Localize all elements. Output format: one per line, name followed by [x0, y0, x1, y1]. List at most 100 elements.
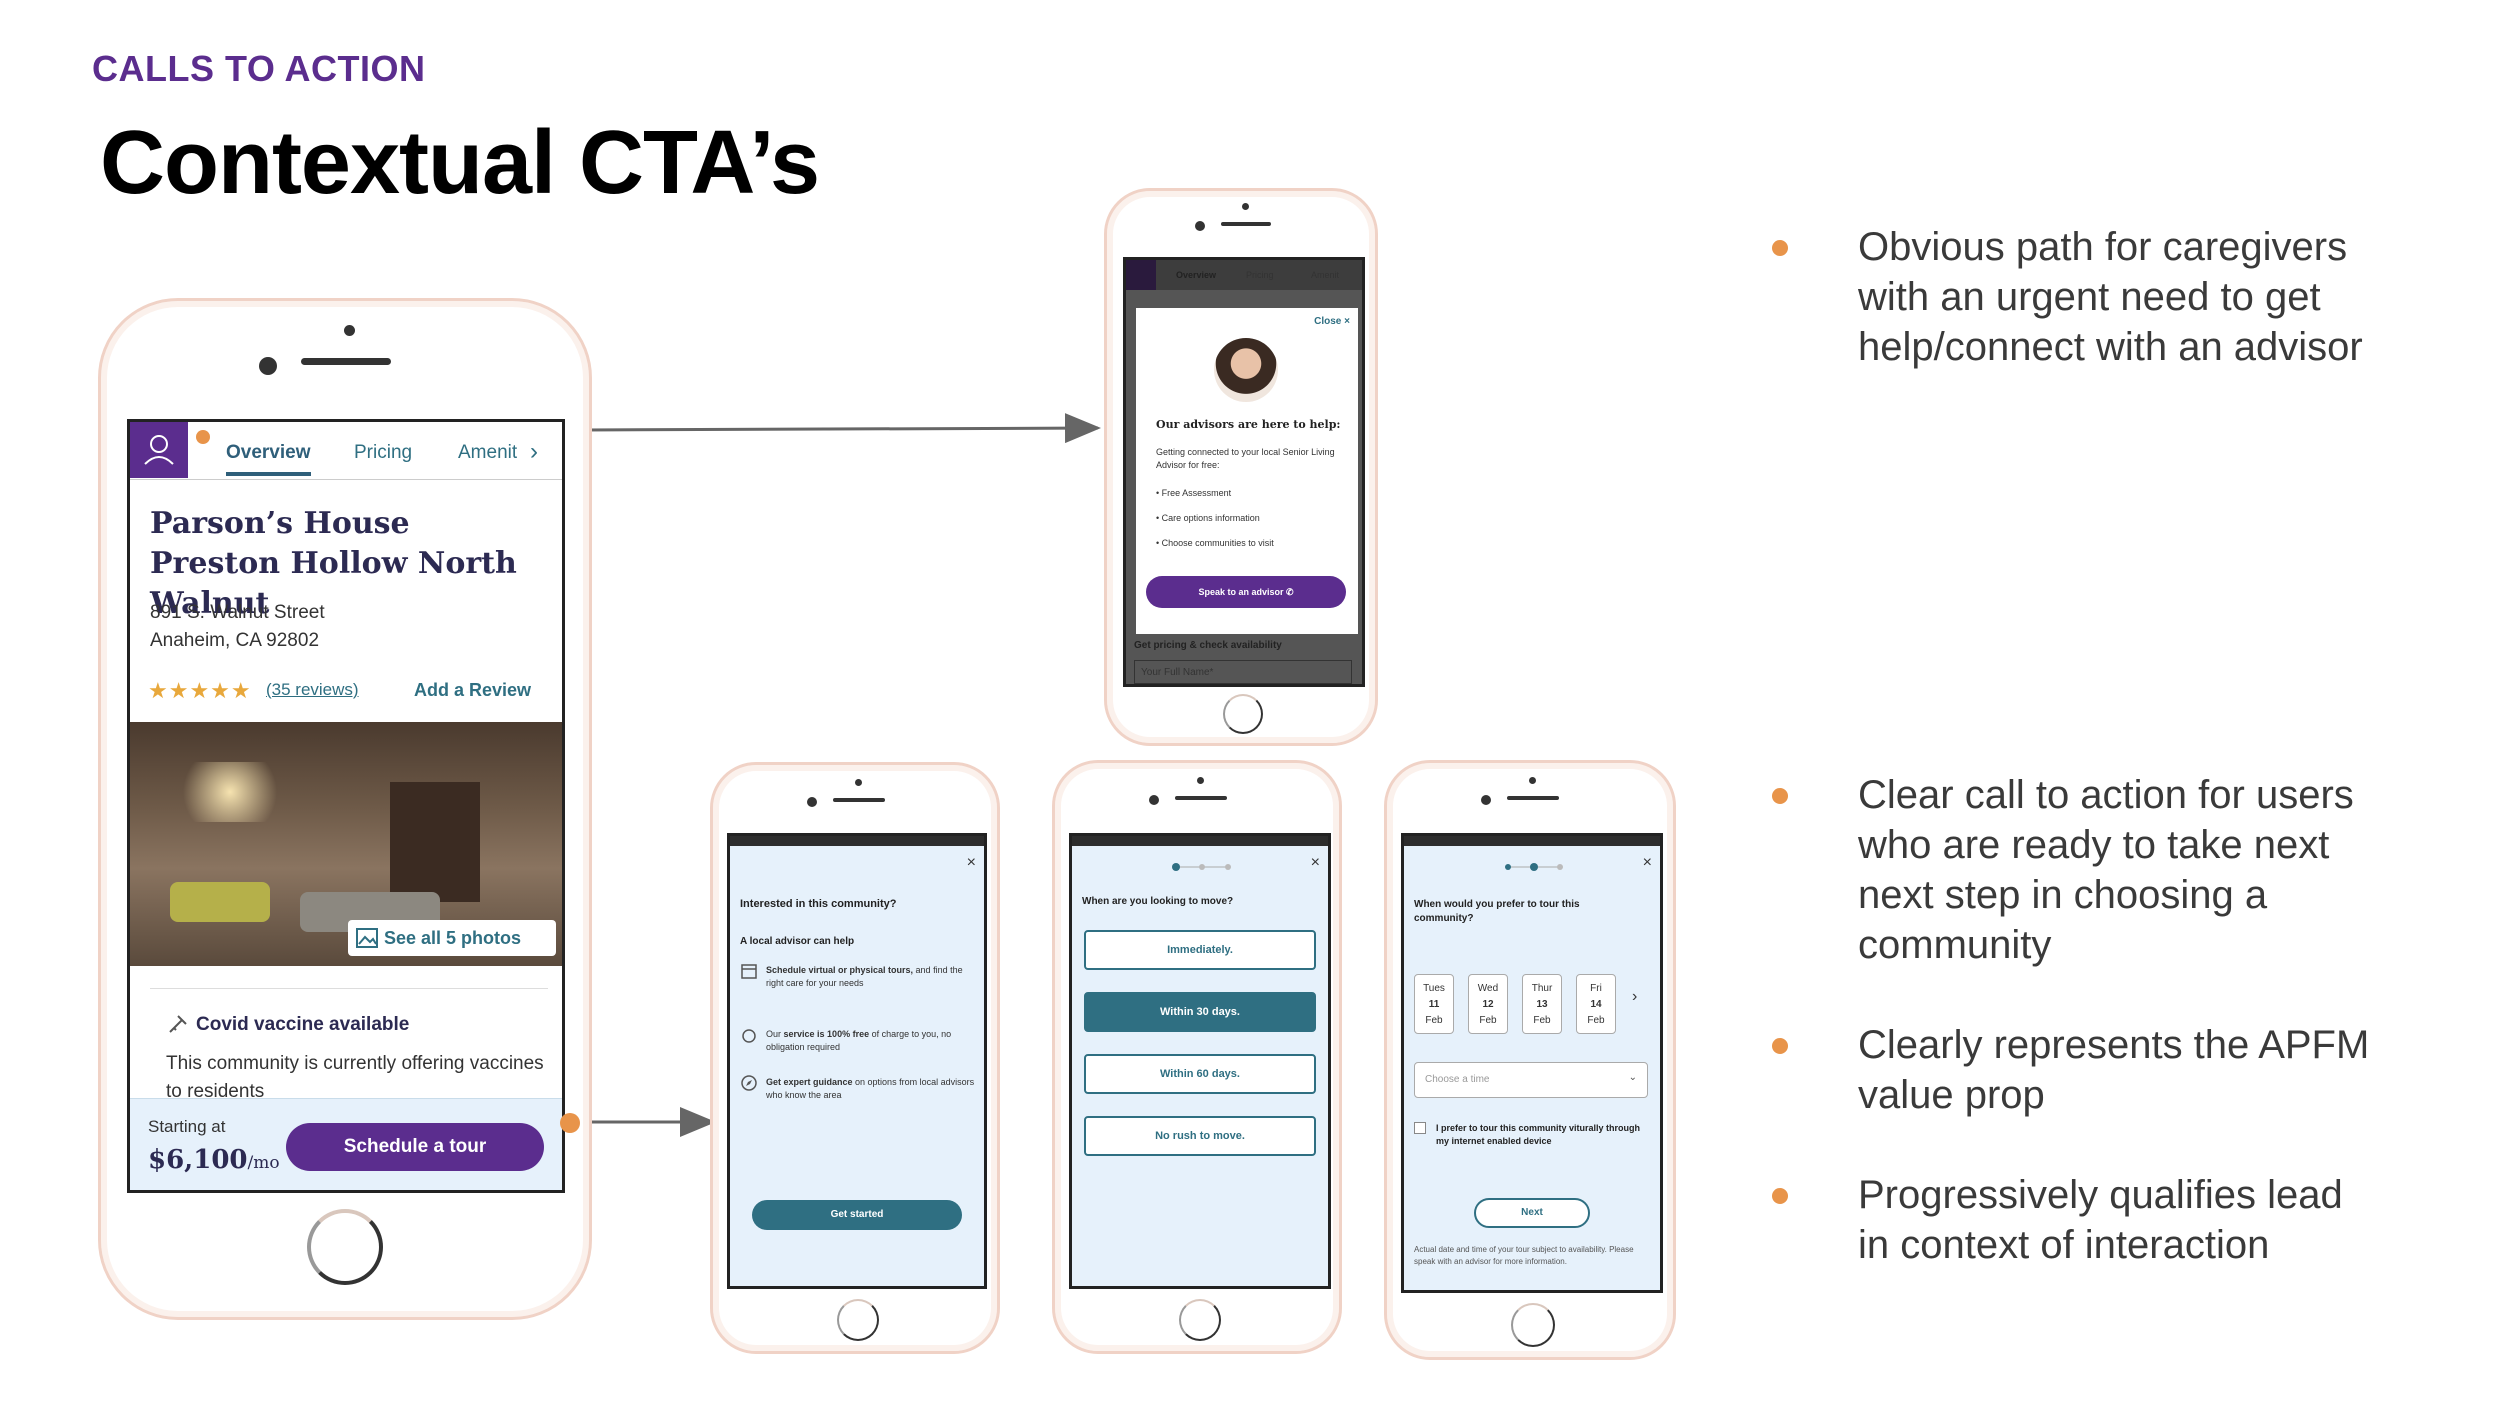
day-num: 12 — [1482, 999, 1494, 1010]
home-button[interactable] — [1223, 694, 1263, 734]
advisor-avatar — [1214, 338, 1278, 402]
phone-icon: ✆ — [1286, 587, 1294, 597]
advisor-icon-button[interactable] — [130, 422, 188, 478]
tab-pricing[interactable]: Pricing — [1246, 270, 1274, 280]
chevron-down-icon: ⌄ — [1628, 1072, 1637, 1083]
day-dow: Fri — [1590, 983, 1602, 994]
step2-phone-screen: × When are you looking to move? Immediat… — [1069, 833, 1331, 1289]
advisor-phone-frame: Overview Pricing Amenit Get pricing & ch… — [1104, 188, 1378, 746]
virtual-tour-label: I prefer to tour this community viturall… — [1436, 1123, 1641, 1146]
behind-heading: Get pricing & check availability — [1134, 640, 1282, 651]
day-num: 13 — [1536, 999, 1548, 1010]
option-within-60-days[interactable]: Within 60 days. — [1084, 1054, 1316, 1094]
cta-highlight-dot — [560, 1113, 580, 1133]
price-value: $6,100/mo — [148, 1145, 280, 1175]
tab-overview[interactable]: Overview — [226, 442, 311, 476]
see-photos-button[interactable]: See all 5 photos — [348, 920, 556, 956]
benefit-rest: of charge to you, no obligation required — [766, 1029, 952, 1052]
benefit-pre: Our — [766, 1029, 784, 1039]
tab-amenities[interactable]: Amenit — [458, 442, 518, 463]
time-select[interactable]: Choose a time⌄ — [1414, 1062, 1648, 1098]
reviews-link[interactable]: (35 reviews) — [266, 680, 359, 699]
phone-speaker — [833, 798, 885, 802]
wall-panel — [390, 782, 480, 902]
piggy-icon — [742, 1029, 756, 1043]
virtual-tour-checkbox[interactable] — [1414, 1122, 1426, 1134]
home-button[interactable] — [1179, 1299, 1221, 1341]
photo-icon — [356, 928, 378, 948]
benefit-rest: and find the right care for your needs — [766, 965, 963, 988]
benefit-item: Our service is 100% free of charge to yo… — [766, 1028, 976, 1054]
tab-overview[interactable]: Overview — [1176, 270, 1217, 280]
home-button[interactable] — [1511, 1303, 1555, 1347]
covid-text: This community is currently offering vac… — [166, 1053, 544, 1098]
syringe-icon — [169, 1015, 187, 1033]
next-button[interactable]: Next — [1474, 1198, 1590, 1228]
benefit-item: Get expert guidance on options from loca… — [766, 1076, 976, 1102]
price-amount: $6,100 — [148, 1145, 248, 1175]
notification-dot — [196, 430, 210, 444]
benefit-bold: service is 100% free — [783, 1029, 870, 1039]
disclaimer: Actual date and time of your tour subjec… — [1414, 1245, 1634, 1266]
home-button[interactable] — [307, 1209, 383, 1285]
home-button[interactable] — [837, 1299, 879, 1341]
close-icon[interactable]: × — [966, 854, 976, 871]
behind-name-field: Your Full Name* — [1134, 660, 1352, 684]
main-phone-frame: Overview Pricing Amenit › Parson’s House… — [98, 298, 592, 1320]
close-button[interactable]: Close × — [1314, 316, 1350, 327]
star-rating: ★★★★★ — [148, 678, 252, 703]
step3-panel: × When would you prefer to tour this com… — [1404, 846, 1660, 1290]
covid-title: Covid vaccine available — [196, 1014, 410, 1035]
arrow-to-advisor — [584, 413, 1101, 444]
option-within-30-days[interactable]: Within 30 days. — [1084, 992, 1316, 1032]
speak-to-advisor-button[interactable]: Speak to an advisor ✆ — [1146, 576, 1346, 608]
bullet-dot — [1772, 1038, 1788, 1054]
phone-camera — [807, 797, 817, 807]
benefit-item: • Care options information — [1156, 513, 1260, 523]
main-phone-screen: Overview Pricing Amenit › Parson’s House… — [127, 419, 565, 1193]
community-name: Parson’s House Preston Hollow North Waln… — [150, 506, 517, 621]
phone-camera — [1481, 795, 1491, 805]
phone-sensor — [1529, 777, 1536, 784]
benefit-item: Schedule virtual or physical tours, and … — [766, 964, 976, 990]
day-dow: Thur — [1531, 983, 1553, 994]
day-num: 11 — [1428, 999, 1440, 1010]
step1-sub: A local advisor can help — [740, 936, 855, 947]
bullet-dot — [1772, 788, 1788, 804]
bullet-text: Obvious path for caregivers with an urge… — [1858, 225, 2363, 369]
close-icon[interactable]: × — [1642, 854, 1652, 871]
benefit-label: Free Assessment — [1161, 488, 1232, 498]
slide-title: Contextual CTA’s — [100, 113, 820, 213]
phone-sensor — [1242, 203, 1249, 210]
community-photo[interactable]: See all 5 photos — [130, 722, 562, 966]
starting-at-label: Starting at — [148, 1117, 226, 1136]
option-no-rush[interactable]: No rush to move. — [1084, 1116, 1316, 1156]
advisor-modal: Close × Our advisors are here to help: G… — [1136, 308, 1358, 634]
tab-amenities[interactable]: Amenit — [1311, 270, 1340, 280]
phone-camera — [1149, 795, 1159, 805]
phone-sensor — [344, 325, 355, 336]
chevron-right-icon[interactable]: › — [1632, 988, 1638, 1005]
speak-advisor-label: Speak to an advisor — [1198, 587, 1284, 597]
add-review-link[interactable]: Add a Review — [414, 680, 532, 700]
day-dow: Wed — [1477, 983, 1499, 994]
address-line1: 891 S. Walnut Street — [150, 602, 325, 623]
benefit-item: • Choose communities to visit — [1156, 538, 1274, 548]
get-started-button[interactable]: Get started — [752, 1200, 962, 1230]
tab-pricing[interactable]: Pricing — [354, 442, 413, 463]
step2-question: When are you looking to move? — [1082, 896, 1234, 907]
divider — [150, 988, 548, 989]
schedule-tour-button[interactable]: Schedule a tour — [286, 1123, 544, 1171]
benefit-item: • Free Assessment — [1156, 488, 1232, 498]
chevron-right-icon[interactable]: › — [530, 438, 538, 465]
option-immediately[interactable]: Immediately. — [1084, 930, 1316, 970]
phone-speaker — [1175, 796, 1227, 800]
advisor-icon — [144, 435, 174, 465]
see-photos-label: See all 5 photos — [384, 928, 522, 948]
close-icon[interactable]: × — [1310, 854, 1320, 871]
price-unit: /mo — [247, 1153, 280, 1173]
